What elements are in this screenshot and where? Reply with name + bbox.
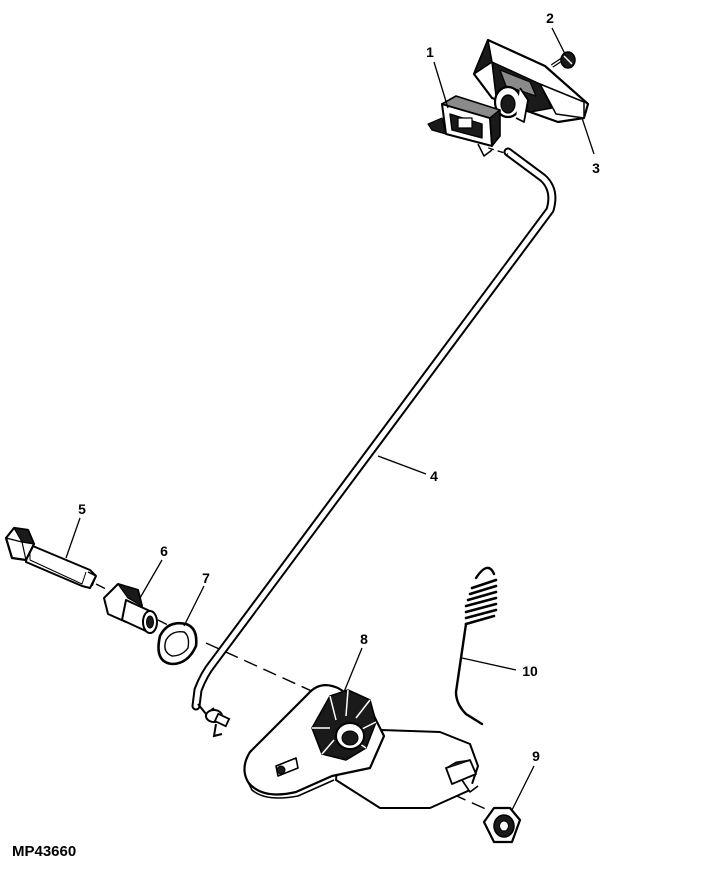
callout-2: 2 <box>546 10 554 26</box>
leader-4 <box>377 455 427 475</box>
extension-spring <box>454 566 498 726</box>
pedal-cover <box>472 38 590 124</box>
callout-5: 5 <box>78 501 86 517</box>
callout-10: 10 <box>522 663 538 679</box>
callout-6: 6 <box>160 543 168 559</box>
bracket-clip <box>427 95 501 157</box>
leader-5 <box>65 517 81 559</box>
leader-3 <box>581 117 595 155</box>
retainer-clip <box>157 621 198 666</box>
callout-4: 4 <box>430 468 438 484</box>
callout-1: 1 <box>426 44 434 60</box>
callout-8: 8 <box>360 631 368 647</box>
leader-8 <box>343 647 363 693</box>
leader-2 <box>551 27 567 57</box>
callout-9: 9 <box>532 748 540 764</box>
callout-3: 3 <box>592 160 600 176</box>
hex-bolt <box>4 526 97 589</box>
leader-1 <box>433 61 449 109</box>
leader-7 <box>183 585 205 627</box>
callout-labels: 1 2 3 4 5 6 7 8 9 10 <box>78 10 600 764</box>
screw <box>550 51 576 69</box>
callout-7: 7 <box>202 570 210 586</box>
leader-6 <box>139 559 163 599</box>
leader-lines <box>65 27 595 811</box>
lock-nut <box>482 806 522 844</box>
figure-id: MP43660 <box>12 843 76 860</box>
assembly-centerline <box>95 147 509 811</box>
leader-9 <box>511 765 535 811</box>
bellcrank-arm <box>243 683 479 809</box>
leader-10 <box>461 657 517 671</box>
control-rod <box>191 147 557 738</box>
flanged-bushing <box>103 583 158 634</box>
